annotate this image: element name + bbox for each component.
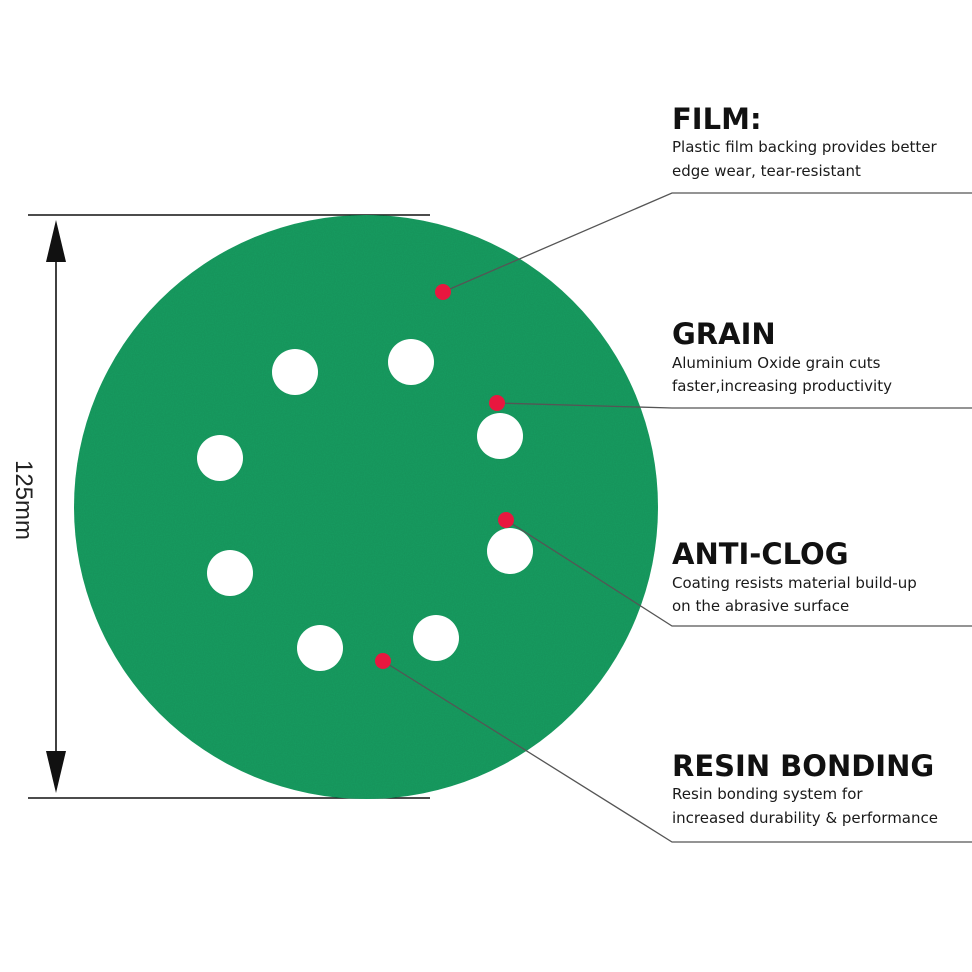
leader-line-grain (496, 402, 972, 409)
leader-lines (382, 192, 972, 843)
marker-grain (489, 395, 505, 411)
disc-hole (207, 550, 253, 596)
disc-holes (197, 339, 533, 671)
marker-resin-bonding (375, 653, 391, 669)
feature-line: Aluminium Oxide grain cuts (672, 354, 881, 372)
feature-line: on the abrasive surface (672, 597, 849, 615)
feature-title: ANTI-CLOG (672, 537, 849, 571)
feature-grain: GRAIN Aluminium Oxide grain cuts faster,… (672, 317, 892, 395)
feature-line: edge wear, tear-resistant (672, 162, 861, 180)
disc-hole (297, 625, 343, 671)
disc-hole (197, 435, 243, 481)
feature-resin-bonding: RESIN BONDING Resin bonding system for i… (672, 749, 938, 827)
disc-hole (413, 615, 459, 661)
feature-title: RESIN BONDING (672, 749, 934, 783)
disc-hole (487, 528, 533, 574)
leader-line-resin-bonding (382, 660, 972, 843)
arrow-up-icon (46, 220, 66, 262)
disc-hole (477, 413, 523, 459)
feature-title: FILM: (672, 102, 762, 136)
leader-line-anti-clog (505, 519, 972, 627)
arrow-down-icon (46, 751, 66, 793)
feature-line: Resin bonding system for (672, 785, 863, 803)
markers (375, 284, 514, 669)
feature-anti-clog: ANTI-CLOG Coating resists material build… (672, 537, 917, 615)
disc-body (74, 215, 658, 799)
feature-line: faster,increasing productivity (672, 377, 892, 395)
sanding-disc (74, 215, 658, 799)
disc-hole (388, 339, 434, 385)
feature-title: GRAIN (672, 317, 776, 351)
feature-line: Coating resists material build-up (672, 574, 917, 592)
disc-hole (272, 349, 318, 395)
dimension-label: 125mm (10, 460, 37, 540)
feature-line: increased durability & performance (672, 809, 938, 827)
feature-film: FILM: Plastic film backing provides bett… (672, 102, 938, 180)
marker-anti-clog (498, 512, 514, 528)
feature-line: Plastic film backing provides better (672, 138, 938, 156)
marker-film (435, 284, 451, 300)
dimension-indicator: 125mm (10, 214, 430, 799)
leader-line-film (442, 192, 972, 293)
